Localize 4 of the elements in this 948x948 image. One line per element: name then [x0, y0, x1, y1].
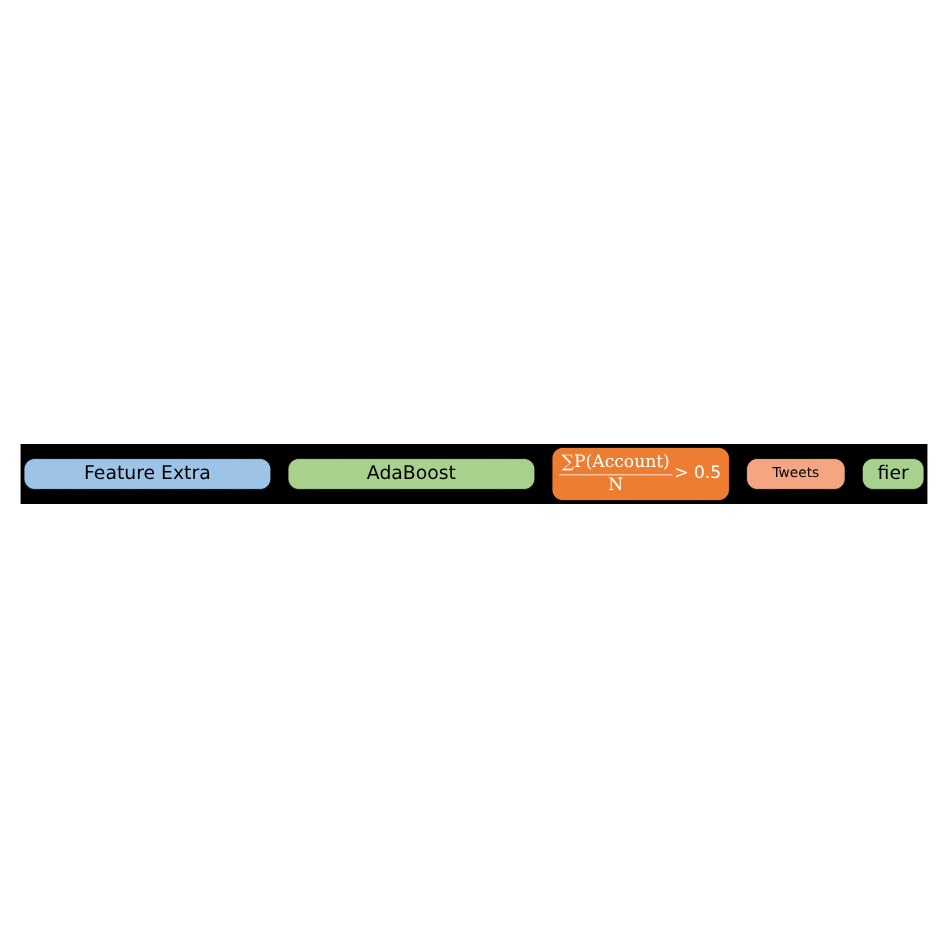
- node-box: fier: [861, 458, 925, 490]
- node-box: ∑P(Account) > 0.5 N: [551, 447, 730, 501]
- node-box: Feature Extra: [23, 458, 272, 490]
- node-box: AdaBoost: [287, 458, 536, 490]
